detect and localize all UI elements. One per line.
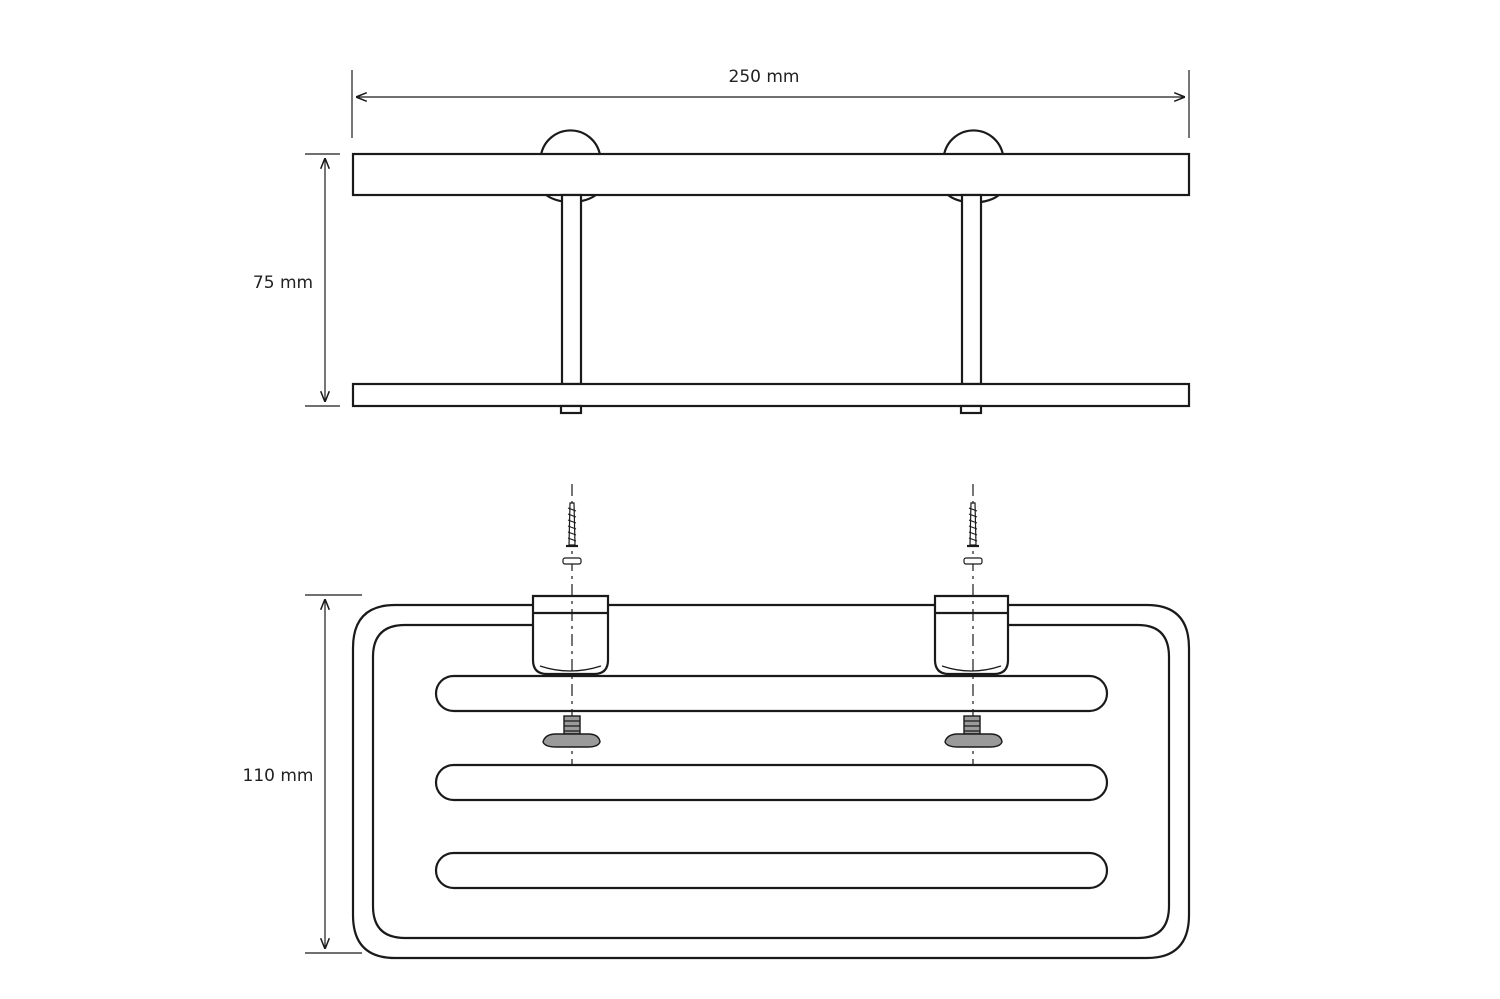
right-set-screw-icon bbox=[944, 715, 1003, 748]
tray-inner-outline bbox=[371, 623, 1171, 940]
depth-label: 110 mm bbox=[243, 766, 314, 786]
left-fixing bbox=[559, 404, 583, 415]
left-set-screw-icon bbox=[542, 715, 601, 748]
depth-dimension: 110 mm bbox=[243, 594, 362, 954]
width-label: 250 mm bbox=[729, 67, 800, 87]
width-dimension: 250 mm bbox=[351, 67, 1190, 138]
left-mount-block bbox=[531, 594, 610, 676]
bottom-tray-side bbox=[351, 382, 1191, 408]
right-wall-screw-icon bbox=[963, 502, 983, 565]
right-mount-disc-top bbox=[942, 129, 1005, 156]
right-post bbox=[960, 193, 983, 386]
tray-slot-3 bbox=[434, 851, 1109, 890]
height-label: 75 mm bbox=[253, 273, 313, 293]
left-wall-screw-icon bbox=[562, 502, 582, 565]
tray-slot-2 bbox=[434, 763, 1109, 802]
front-view bbox=[351, 129, 1191, 415]
top-view bbox=[351, 484, 1191, 960]
right-fixing bbox=[959, 404, 983, 415]
left-post bbox=[560, 193, 583, 386]
left-mount-disc-top bbox=[539, 129, 602, 156]
tray-slot-1 bbox=[434, 674, 1109, 713]
right-mount-block bbox=[933, 594, 1010, 676]
top-rail bbox=[351, 152, 1191, 197]
height-dimension: 75 mm bbox=[253, 153, 340, 407]
tray-outer-outline bbox=[351, 603, 1191, 960]
